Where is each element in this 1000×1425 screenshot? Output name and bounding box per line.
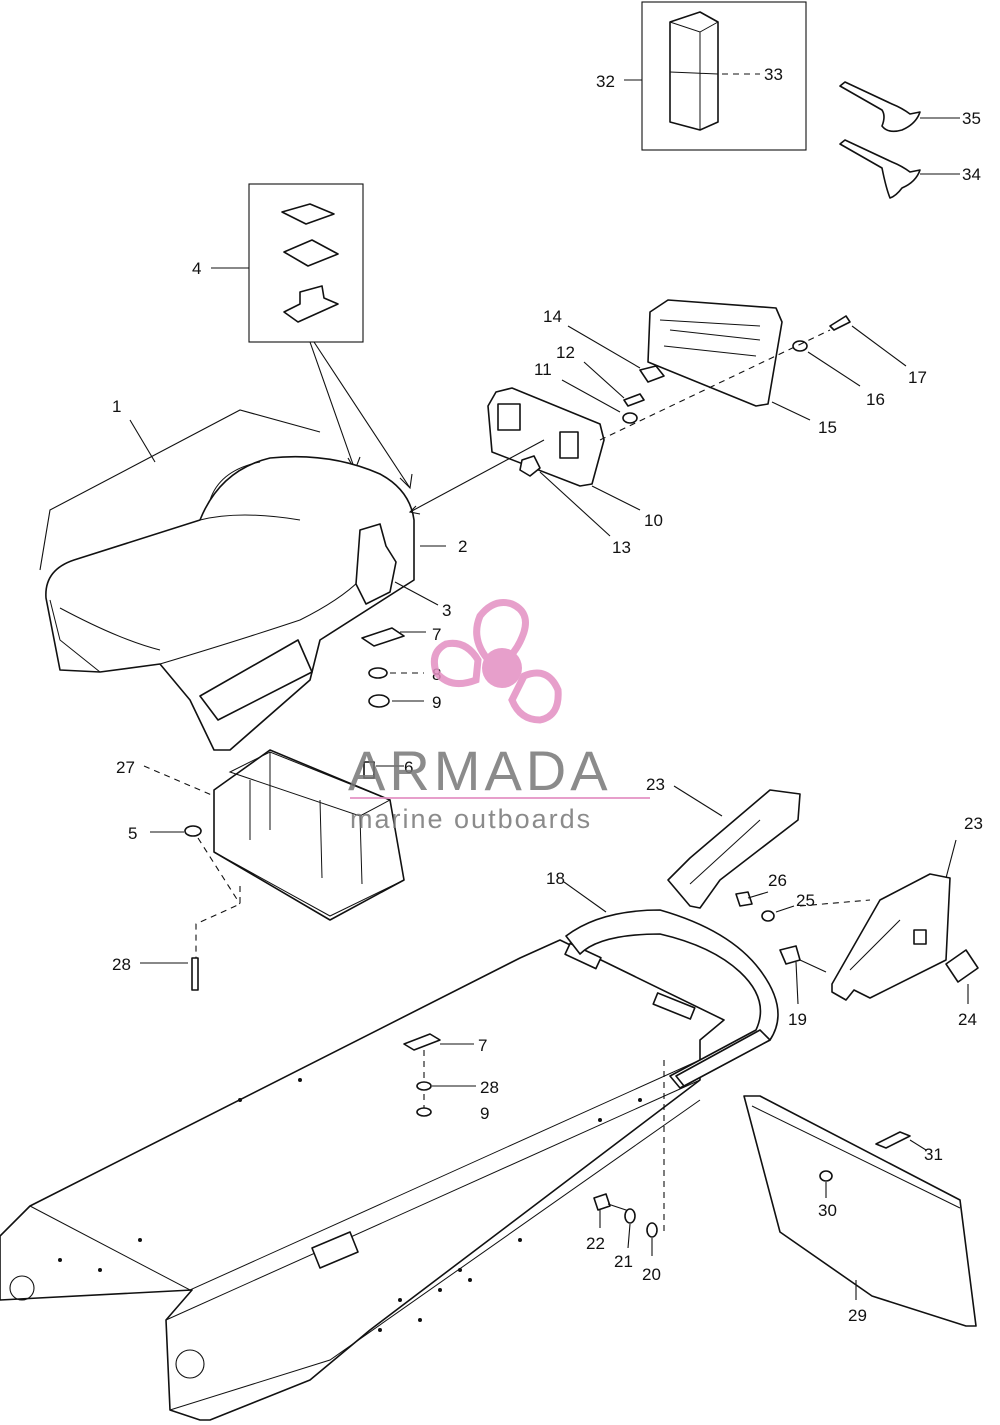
callout-28b: 28	[480, 1078, 499, 1097]
callout-27: 27	[116, 758, 135, 777]
callout-15: 15	[818, 418, 837, 437]
armada-logo: ARMADA marine outboards	[348, 599, 650, 834]
handle-cover-23	[667, 785, 801, 909]
seat-assembly	[39, 409, 446, 751]
callout-19: 19	[788, 1010, 807, 1029]
watermark-brand: ARMADA	[348, 739, 612, 802]
callout-7: 7	[432, 625, 441, 644]
callout-7b: 7	[478, 1036, 487, 1055]
hardware-7-8-9	[361, 627, 426, 708]
hardware-20-21-22	[593, 1060, 665, 1256]
callout-29: 29	[848, 1306, 867, 1325]
callout-34: 34	[962, 165, 981, 184]
callout-26: 26	[768, 871, 787, 890]
callout-18: 18	[546, 869, 565, 888]
wrench-35	[839, 81, 960, 133]
kit-box-4	[211, 183, 413, 490]
callout-32: 32	[596, 72, 615, 91]
hardware-19-24-26	[735, 891, 871, 1005]
callout-22: 22	[586, 1234, 605, 1253]
callout-13: 13	[612, 538, 631, 557]
propeller-hub	[482, 648, 522, 688]
taillight-assembly	[408, 299, 907, 537]
callout-21: 21	[614, 1252, 633, 1271]
callout-35: 35	[962, 109, 981, 128]
callout-14: 14	[543, 307, 562, 326]
callout-2: 2	[458, 537, 467, 556]
hardware-7-28-9	[403, 1033, 476, 1117]
callout-1: 1	[112, 397, 121, 416]
storage-box	[140, 749, 405, 991]
callout-9: 9	[432, 693, 441, 712]
callout-31: 31	[924, 1145, 943, 1164]
callout-12: 12	[556, 343, 575, 362]
callout-4: 4	[192, 259, 201, 278]
callout-5: 5	[128, 824, 137, 843]
callout-6: 6	[404, 758, 413, 777]
callout-20: 20	[642, 1265, 661, 1284]
snowflap	[743, 1095, 977, 1327]
callout-33: 33	[764, 65, 783, 84]
callout-23b: 23	[964, 814, 983, 833]
callout-30: 30	[818, 1201, 837, 1220]
callout-17: 17	[908, 368, 927, 387]
watermark-tagline: marine outboards	[350, 804, 592, 834]
callout-10: 10	[644, 511, 663, 530]
kit-box-32	[624, 1, 807, 151]
callout-3: 3	[442, 601, 451, 620]
callout-24: 24	[958, 1010, 977, 1029]
wrench-34	[839, 139, 960, 199]
tunnel-frame	[0, 909, 779, 1421]
callout-16: 16	[866, 390, 885, 409]
callout-25: 25	[796, 891, 815, 910]
callout-23: 23	[646, 775, 665, 794]
callout-11: 11	[534, 360, 552, 379]
callout-28: 28	[112, 955, 131, 974]
callout-9b: 9	[480, 1104, 489, 1123]
propeller-icon	[430, 599, 562, 724]
handle-cover-23b	[831, 839, 979, 1004]
